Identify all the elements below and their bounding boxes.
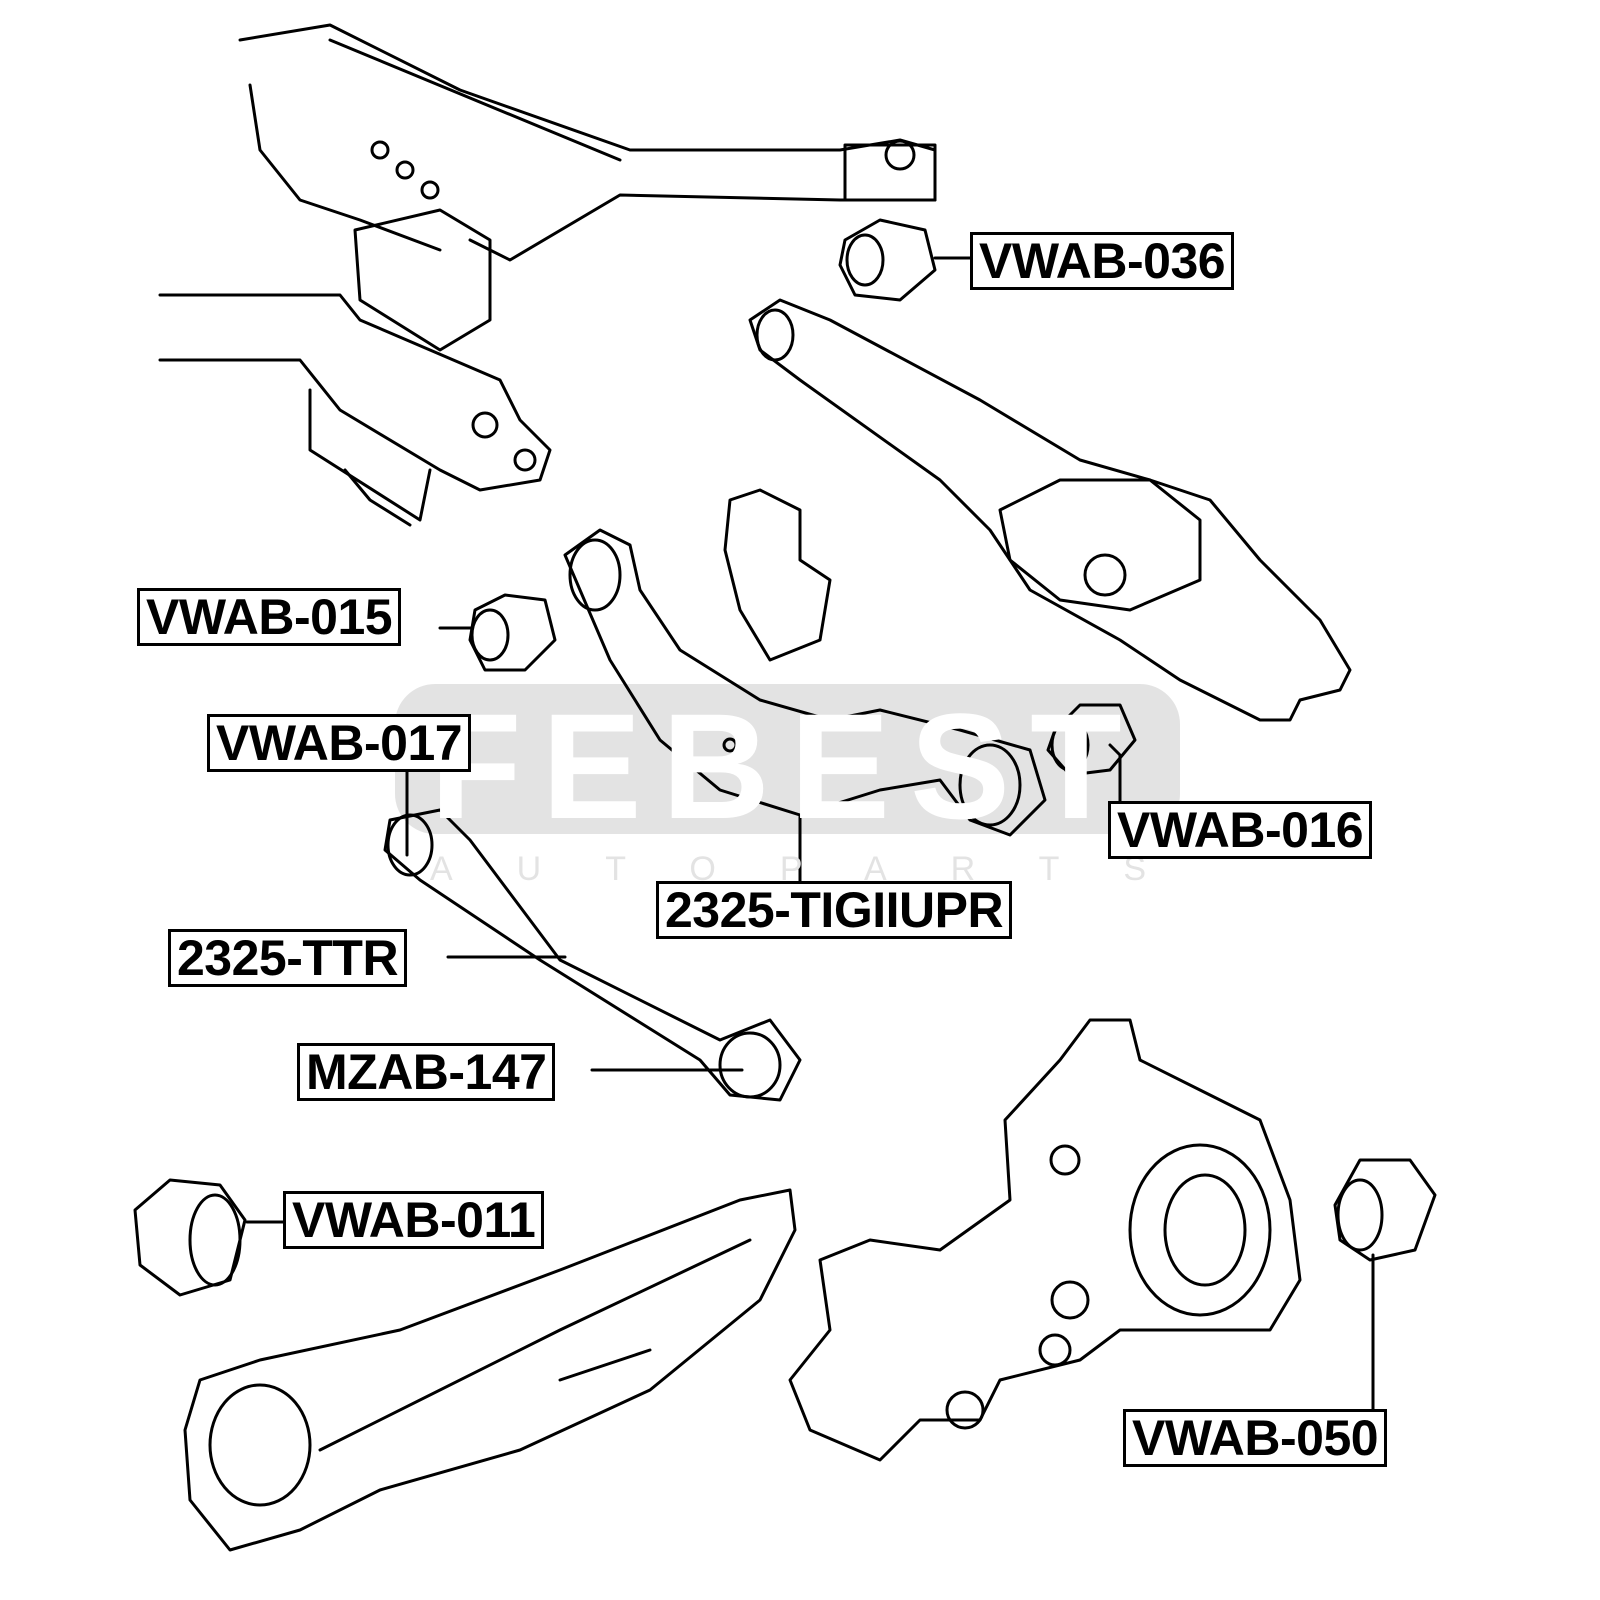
- part-label-vwab-016[interactable]: VWAB-016: [1108, 801, 1373, 859]
- bushing-036: [838, 218, 937, 302]
- trailing-arm-drawing: [183, 1188, 797, 1552]
- track-rod-drawing: [383, 808, 802, 1102]
- lower-control-arm-drawing: [748, 298, 1352, 722]
- bushing-015: [468, 593, 557, 672]
- part-label-vwab-017[interactable]: VWAB-017: [207, 714, 472, 772]
- watermark-band: [395, 684, 1180, 834]
- bushing-016: [1046, 703, 1137, 777]
- bracket-drawing: [723, 488, 832, 662]
- watermark-brand: FEBEST: [430, 682, 1142, 850]
- upper-arm-drawing: [563, 528, 1047, 837]
- part-label-vwab-050[interactable]: VWAB-050: [1123, 1409, 1388, 1467]
- part-label-vwab-036[interactable]: VWAB-036: [970, 232, 1235, 290]
- subframe-drawing: [158, 23, 937, 527]
- leader-lines: [245, 256, 1375, 1412]
- part-label-vwab-015[interactable]: VWAB-015: [137, 588, 402, 646]
- bushing-011: [133, 1178, 247, 1297]
- bushing-050: [1333, 1158, 1437, 1262]
- part-label-2325-tigiiupr[interactable]: 2325-TIGIIUPR: [656, 881, 1013, 939]
- part-label-mzab-147[interactable]: MZAB-147: [297, 1043, 556, 1101]
- knuckle-drawing: [788, 1018, 1302, 1462]
- part-label-2325-ttr[interactable]: 2325-TTR: [168, 929, 408, 987]
- part-label-vwab-011[interactable]: VWAB-011: [283, 1191, 545, 1249]
